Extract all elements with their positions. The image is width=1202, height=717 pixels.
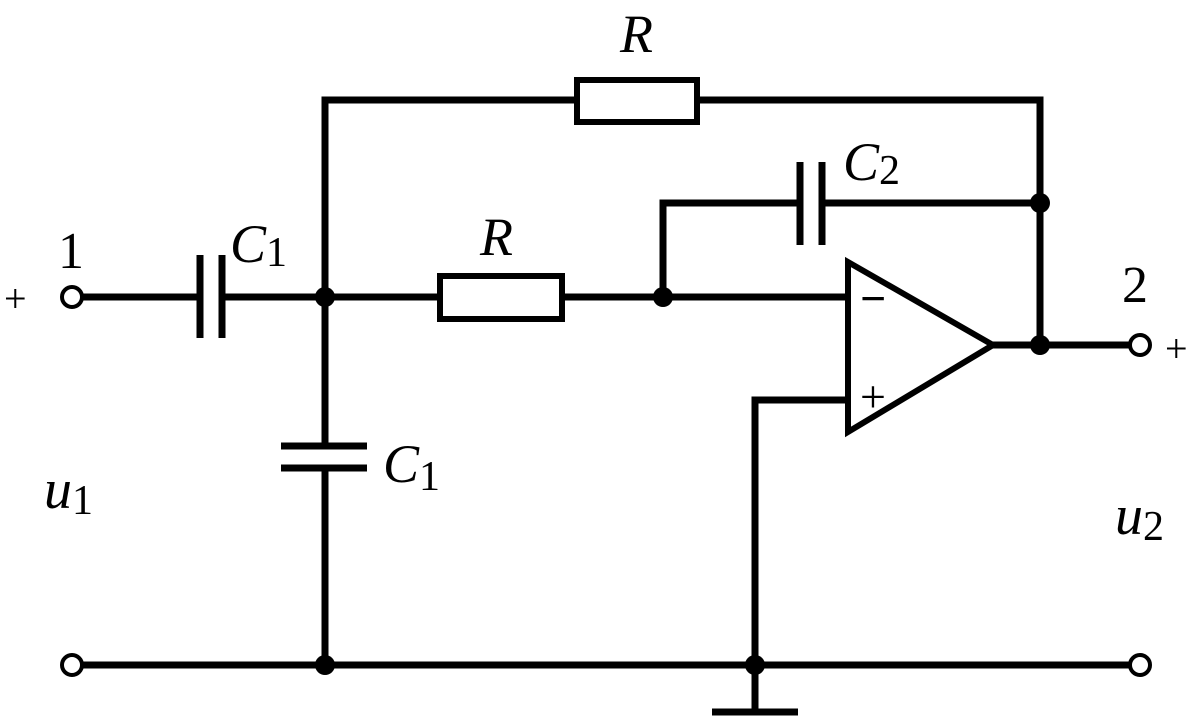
junction-node-a: [315, 287, 335, 307]
resistor-middle: [437, 273, 565, 322]
label-output-plus: +: [1165, 326, 1188, 371]
resistor-top: [574, 77, 700, 125]
opamp-plus-sign: +: [860, 371, 886, 422]
label-resistor-middle: R: [479, 207, 513, 267]
label-resistor-top: R: [619, 4, 653, 64]
op-amp: [845, 256, 999, 438]
label-cap-shunt: C1: [383, 434, 440, 500]
junction-feedback: [1030, 193, 1050, 213]
terminal-output: [1128, 333, 1152, 357]
label-input-voltage: u1: [44, 459, 93, 524]
wires: [78, 96, 1134, 716]
label-cap-series: C1: [230, 214, 287, 276]
label-input-terminal: 1: [58, 223, 84, 280]
label-output-terminal: 2: [1122, 257, 1148, 314]
label-output-voltage: u2: [1115, 485, 1164, 550]
junction-node-b: [653, 287, 673, 307]
label-cap-feedback: C2: [843, 132, 900, 194]
opamp-minus-sign: −: [860, 273, 886, 324]
capacitor-feedback-c2: [796, 162, 826, 245]
label-input-plus: +: [4, 276, 27, 321]
junction-output: [1030, 335, 1050, 355]
junction-ground-right: [745, 655, 765, 675]
terminal-output-ground: [1128, 653, 1152, 677]
junction-ground-left: [315, 655, 335, 675]
terminal-input-ground: [60, 653, 84, 677]
terminal-input: [60, 285, 84, 309]
capacitor-series-c1: [196, 255, 226, 338]
capacitor-shunt-c1: [281, 442, 367, 472]
